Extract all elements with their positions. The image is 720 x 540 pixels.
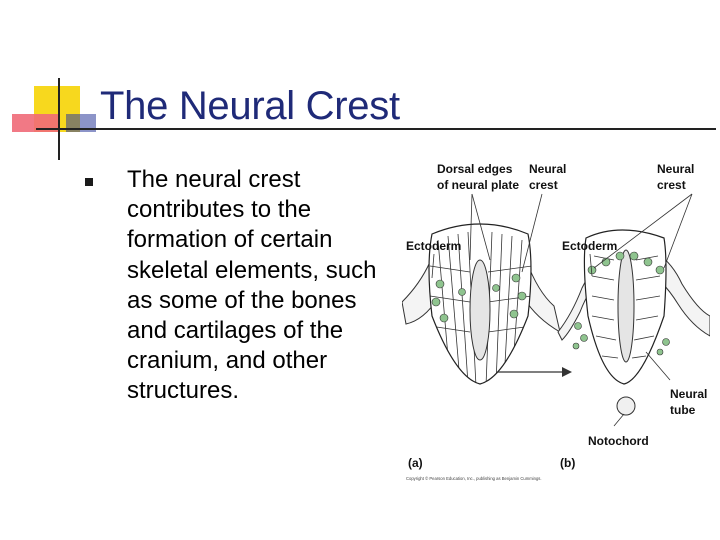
neural-tube-lumen-b [617,249,635,363]
label-notochord: Notochord [588,434,649,448]
label-neural-tube-line1: Neural [670,387,707,401]
label-neural-crest-b-line1: Neural [657,162,694,176]
label-panel-b: (b) [560,456,575,470]
square-bullet-icon [85,178,93,186]
neural-groove-a [469,259,491,361]
panel-b-illustration [557,229,710,416]
notochord-b [616,396,636,416]
neural-crest-figure: Dorsal edges of neural plate Neural cres… [402,162,710,481]
label-ectoderm-b: Ectoderm [562,239,617,253]
label-dorsal-edges-line1: Dorsal edges [437,162,513,176]
figure-copyright: Copyright © Pearson Education, Inc., pub… [406,476,542,481]
label-dorsal-edges-line2: of neural plate [437,178,519,192]
label-panel-a: (a) [408,456,423,470]
decor-vertical-line [58,78,60,160]
decor-horizontal-line [36,128,716,130]
decor-red-square [12,114,58,132]
decor-blue-square [66,114,96,132]
label-neural-tube-line2: tube [670,403,696,417]
label-neural-crest-a-line1: Neural [529,162,566,176]
slide-title: The Neural Crest [100,84,400,128]
label-neural-crest-a-line2: crest [529,178,558,192]
label-neural-crest-b-line2: crest [657,178,686,192]
panel-a-illustration [402,223,561,385]
bullet-text: The neural crest contributes to the form… [127,166,377,405]
label-ectoderm-a: Ectoderm [406,239,461,253]
